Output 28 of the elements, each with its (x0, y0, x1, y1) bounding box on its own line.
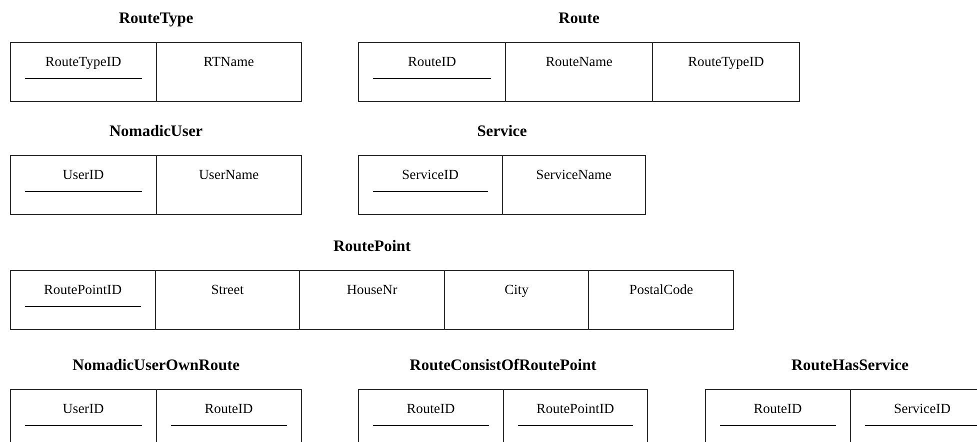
key-attribute: UserID (25, 402, 142, 426)
attribute: RouteName (544, 55, 614, 72)
table-name: NomadicUser (108, 123, 204, 141)
key-attribute: RouteID (373, 402, 488, 426)
table-name: RouteType (118, 10, 194, 28)
key-attribute: RoutePointID (25, 283, 141, 307)
attribute: PostalCode (628, 283, 694, 300)
attribute: City (504, 283, 530, 300)
attribute: UserName (198, 168, 260, 185)
key-attribute: RoutePointID (518, 402, 633, 426)
key-attribute: RouteTypeID (25, 55, 142, 79)
attribute: HouseNr (346, 283, 398, 300)
attribute: RouteTypeID (686, 55, 765, 72)
table-name: Route (558, 10, 600, 28)
table-name: NomadicUserOwnRoute (71, 357, 241, 375)
attribute: RTName (202, 55, 255, 72)
key-attribute: ServiceID (373, 168, 488, 192)
table-name: RouteHasService (790, 357, 910, 375)
key-attribute: RouteID (373, 55, 491, 79)
attribute: ServiceName (535, 168, 612, 185)
key-attribute: UserID (25, 168, 142, 192)
table-name: RouteConsistOfRoutePoint (408, 357, 598, 375)
attribute: Street (210, 283, 245, 300)
key-attribute: RouteID (170, 402, 287, 426)
table-name: RoutePoint (332, 238, 412, 256)
table-name: Service (476, 123, 528, 141)
key-attribute: RouteID (720, 402, 836, 426)
key-attribute: ServiceID (864, 402, 977, 426)
